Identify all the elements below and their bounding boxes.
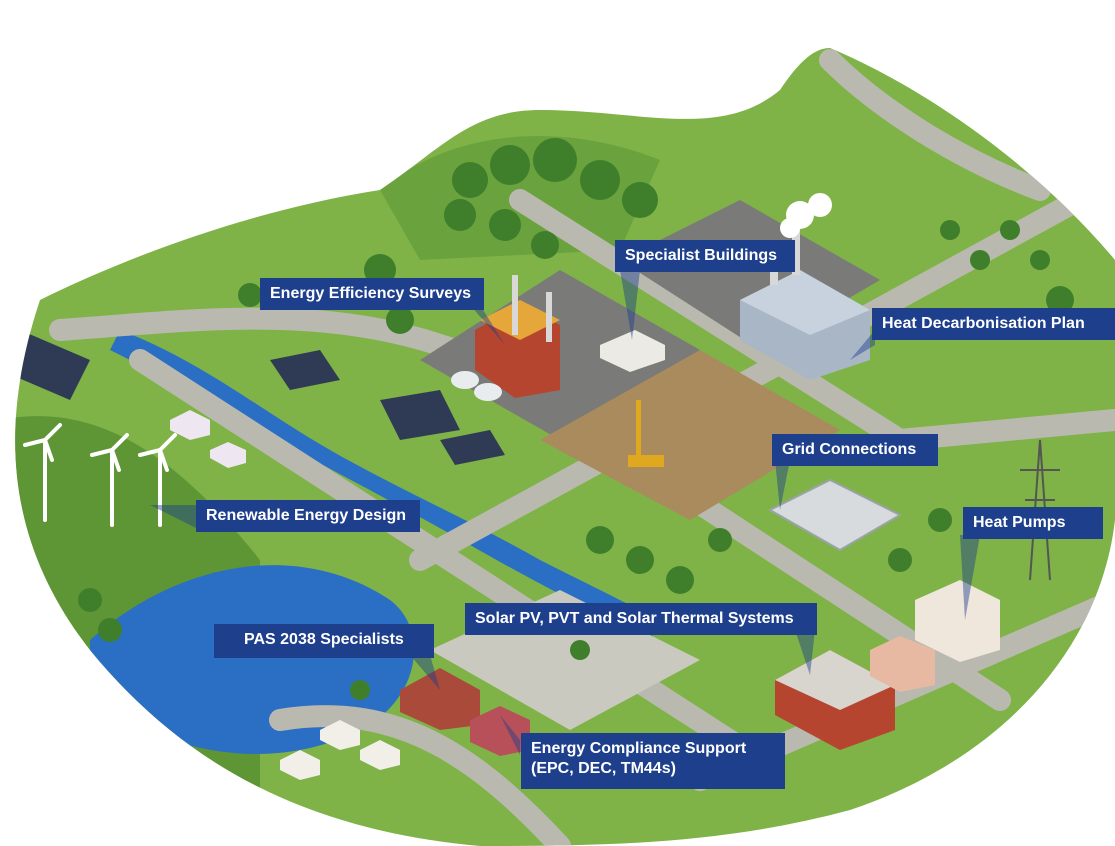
steam-cloud-2 bbox=[808, 193, 832, 217]
solar-arrays bbox=[15, 330, 505, 465]
river bbox=[110, 330, 660, 640]
label-text: Grid Connections bbox=[782, 441, 917, 458]
label-text: Specialist Buildings bbox=[625, 247, 778, 264]
storage-tank-2 bbox=[474, 383, 502, 401]
pointer-heat-pumps bbox=[960, 535, 980, 620]
town-buildings bbox=[170, 410, 1000, 780]
road-1 bbox=[49, 307, 1011, 711]
label-grid-connections[interactable]: Grid Connections bbox=[772, 434, 938, 466]
label-text: Solar PV, PVT and Solar Thermal Systems bbox=[475, 610, 794, 627]
solar-array-1 bbox=[270, 350, 340, 390]
house-2 bbox=[360, 740, 400, 770]
tree bbox=[940, 220, 960, 240]
label-text: Renewable Energy Design bbox=[206, 507, 407, 524]
factory-roof bbox=[740, 270, 870, 335]
label-pas-2038-specialists[interactable]: PAS 2038 Specialists bbox=[214, 624, 434, 658]
tree bbox=[78, 588, 102, 612]
solar-array-2 bbox=[380, 390, 460, 440]
steam-cloud-3 bbox=[780, 218, 800, 238]
tree bbox=[452, 162, 488, 198]
trees bbox=[78, 138, 1074, 700]
road-7 bbox=[819, 49, 1051, 201]
solar-array-4 bbox=[440, 430, 505, 465]
label-text: Heat Decarbonisation Plan bbox=[882, 315, 1085, 332]
power-station-roof bbox=[480, 300, 560, 340]
heat-pump-building bbox=[915, 580, 1000, 662]
tree bbox=[98, 618, 122, 642]
label-text: Energy Efficiency Surveys bbox=[270, 285, 471, 302]
tree bbox=[1000, 220, 1020, 240]
pointer-solar-pv bbox=[795, 630, 815, 675]
chimney-2 bbox=[546, 292, 552, 342]
pas-building bbox=[400, 668, 480, 730]
label-heat-decarbonisation-plan[interactable]: Heat Decarbonisation Plan bbox=[872, 308, 1115, 340]
shop-2 bbox=[870, 636, 935, 692]
substation bbox=[767, 478, 903, 552]
tree bbox=[444, 199, 476, 231]
power-station bbox=[451, 275, 560, 401]
callout-pointers bbox=[150, 270, 980, 755]
tree bbox=[928, 508, 952, 532]
tree bbox=[570, 640, 590, 660]
house-5 bbox=[210, 442, 246, 468]
pointer-energy-efficiency bbox=[470, 305, 505, 345]
rig-base bbox=[628, 455, 664, 467]
tree bbox=[386, 306, 414, 334]
tree bbox=[1046, 286, 1074, 314]
pointer-pas-2038 bbox=[410, 655, 440, 690]
house-3 bbox=[280, 750, 320, 780]
office-roof bbox=[775, 650, 895, 710]
label-text: Heat Pumps bbox=[973, 514, 1066, 531]
label-energy-compliance-support[interactable]: Energy Compliance Support (EPC, DEC, TM4… bbox=[521, 733, 785, 789]
tree bbox=[586, 526, 614, 554]
tree bbox=[238, 283, 262, 307]
wind-turbines bbox=[23, 423, 177, 527]
tree bbox=[708, 528, 732, 552]
tree bbox=[622, 182, 658, 218]
label-text-line-2: (EPC, DEC, TM44s) bbox=[531, 760, 676, 777]
road-2 bbox=[129, 349, 771, 771]
storage-tank-1 bbox=[451, 371, 479, 389]
label-text: PAS 2038 Specialists bbox=[244, 631, 404, 648]
label-renewable-energy-design[interactable]: Renewable Energy Design bbox=[196, 500, 420, 532]
wind-turbine-1 bbox=[23, 423, 62, 522]
wind-turbine-2 bbox=[90, 433, 129, 527]
label-energy-efficiency-surveys[interactable]: Energy Efficiency Surveys bbox=[260, 278, 484, 310]
house-4 bbox=[170, 410, 210, 440]
factory-stack-2 bbox=[792, 225, 800, 275]
pointer-compliance bbox=[500, 715, 520, 755]
shop-1 bbox=[470, 706, 530, 756]
tree bbox=[489, 209, 521, 241]
tree bbox=[888, 548, 912, 572]
pointer-renewable-energy bbox=[150, 505, 196, 528]
label-heat-pumps[interactable]: Heat Pumps bbox=[963, 507, 1103, 539]
pointer-grid-connections bbox=[775, 460, 790, 510]
tree bbox=[1030, 250, 1050, 270]
drilling-rig bbox=[628, 400, 664, 467]
label-specialist-buildings[interactable]: Specialist Buildings bbox=[615, 240, 795, 272]
tree bbox=[580, 160, 620, 200]
tree bbox=[533, 138, 577, 182]
tree bbox=[350, 680, 370, 700]
road-5 bbox=[269, 705, 571, 846]
pointer-specialist-buildings bbox=[620, 270, 640, 340]
construction-site bbox=[540, 350, 840, 520]
rig-mast bbox=[636, 400, 641, 460]
tree bbox=[490, 145, 530, 185]
label-solar-pv-systems[interactable]: Solar PV, PVT and Solar Thermal Systems bbox=[465, 603, 817, 635]
wind-turbine-3 bbox=[138, 433, 177, 527]
tree bbox=[666, 566, 694, 594]
label-text-line-1: Energy Compliance Support bbox=[531, 740, 747, 757]
road-3 bbox=[409, 169, 1115, 571]
tree bbox=[626, 546, 654, 574]
pointer-heat-decarbonisation bbox=[850, 330, 875, 360]
specialist-building bbox=[600, 330, 665, 372]
tree bbox=[531, 231, 559, 259]
chimney-1 bbox=[512, 275, 518, 335]
house-1 bbox=[320, 720, 360, 750]
tree bbox=[970, 250, 990, 270]
factory bbox=[740, 193, 870, 380]
